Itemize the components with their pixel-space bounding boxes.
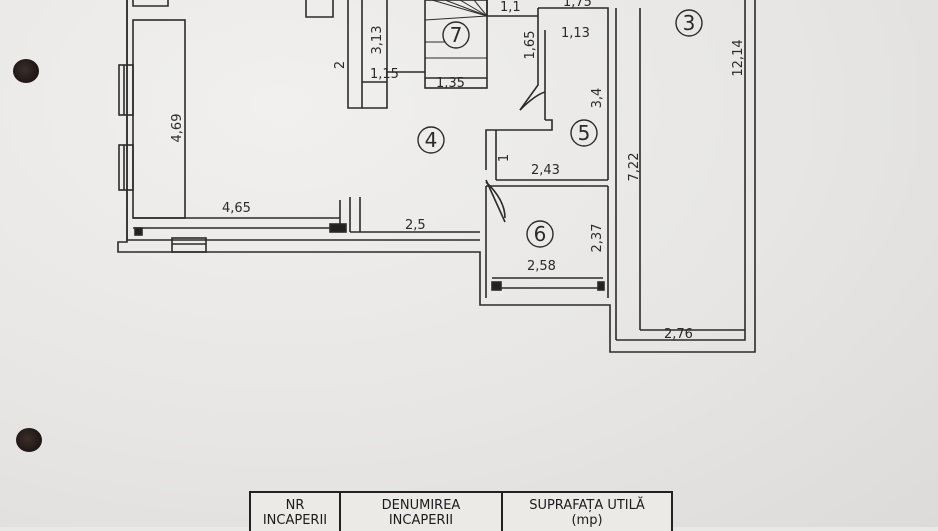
dimension-labels: 1,1 1,75 3,13 2 1,15 1,35 1,65 1,13 12,1…: [170, 0, 746, 342]
dim-label: 1,13: [561, 26, 590, 41]
room-number-5: 5: [578, 121, 591, 145]
walls: [117, 0, 756, 353]
punch-hole-top: [13, 59, 39, 83]
dim-label: 2,76: [664, 327, 693, 342]
dim-label: 1: [497, 154, 512, 162]
dim-label: 12,14: [731, 39, 746, 76]
dim-label: 1,75: [563, 0, 592, 10]
header-denumirea: DENUMIREA INCAPERII: [341, 493, 503, 531]
punch-hole-bottom: [16, 428, 42, 452]
stair-winders: [424, 0, 488, 59]
header-line: INCAPERII: [262, 513, 328, 528]
dim-label: 2: [333, 61, 348, 69]
dim-label: 1,65: [523, 31, 538, 60]
header-line: NR: [285, 498, 305, 513]
dim-label: 1,15: [370, 67, 399, 82]
header-line: INCAPERII: [388, 513, 454, 528]
dim-label: 3,13: [370, 26, 385, 55]
header-line: SUPRAFAȚA UTILĂ: [529, 498, 645, 513]
dim-label: 2,43: [531, 163, 560, 178]
dim-label: 2,37: [590, 224, 605, 253]
header-suprafata: SUPRAFAȚA UTILĂ (mp): [503, 493, 671, 531]
dim-label: 1,1: [500, 0, 521, 15]
header-line: DENUMIREA: [381, 498, 461, 513]
header-line: (mp): [571, 513, 603, 528]
room-circles: [417, 9, 703, 248]
rooms-table-header: NR INCAPERII DENUMIREA INCAPERII SUPRAFA…: [249, 491, 673, 531]
room-number-6: 6: [534, 222, 547, 246]
room-number-3: 3: [683, 11, 696, 35]
room-number-7: 7: [450, 23, 463, 47]
dim-label: 1,35: [436, 76, 465, 91]
dim-label: 4,69: [170, 114, 185, 143]
dim-label: 4,65: [222, 201, 251, 216]
dim-label: 3,4: [590, 88, 605, 109]
header-nr: NR INCAPERII: [251, 493, 341, 531]
room-number-4: 4: [425, 128, 438, 152]
dim-label: 7,22: [627, 153, 642, 182]
dim-label: 2,5: [405, 218, 426, 233]
dim-label: 2,58: [527, 259, 556, 274]
